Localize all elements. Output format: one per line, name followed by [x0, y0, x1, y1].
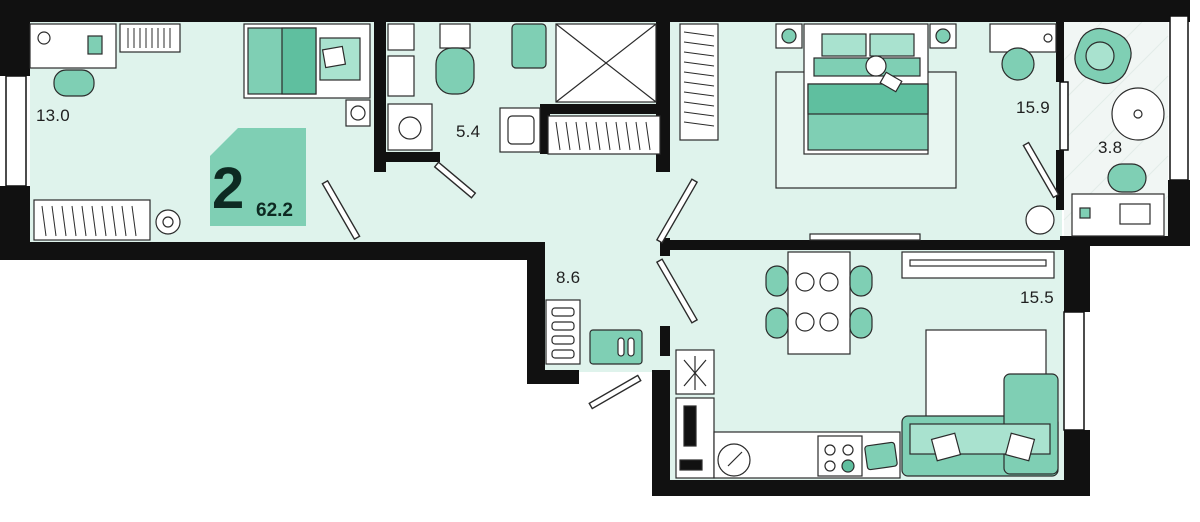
door-icon — [588, 374, 642, 410]
kitchen-living-furniture — [675, 251, 1059, 479]
cabinet-icon — [1071, 193, 1165, 237]
shelf-icon — [119, 23, 181, 53]
lamp-icon — [345, 99, 371, 127]
walls — [0, 0, 1190, 496]
wardrobe-icon — [679, 23, 719, 141]
plant-icon — [155, 209, 181, 235]
door-icon — [655, 178, 699, 244]
hallway-wardrobe-icon — [547, 115, 661, 155]
area-label-hallway: 8.6 — [556, 268, 581, 287]
shower-icon — [555, 23, 657, 103]
bed-icon — [243, 23, 371, 99]
area-label-kitchen-living: 15.5 — [1020, 288, 1054, 307]
door-icon — [321, 179, 361, 241]
table-icon — [1111, 87, 1165, 141]
washing-machine-icon — [387, 103, 433, 151]
bedroom-left-furniture — [29, 23, 371, 241]
lamp-icon — [775, 23, 957, 49]
room-count: 2 — [212, 156, 245, 221]
dining-table-icon — [765, 251, 873, 355]
windows — [5, 15, 1189, 431]
area-label-bathroom: 5.4 — [456, 122, 481, 141]
bed-icon — [803, 23, 929, 155]
door-icon — [655, 258, 699, 324]
chair-icon — [1107, 163, 1147, 193]
wardrobe-icon — [33, 199, 151, 241]
area-label-balcony: 3.8 — [1098, 138, 1123, 157]
badge-shape — [210, 128, 306, 226]
storage-icon — [387, 23, 415, 97]
sofa-icon — [901, 373, 1059, 477]
chair-icon — [53, 69, 95, 97]
summary-badge: 2 62.2 — [210, 128, 306, 226]
bathroom-furniture — [387, 23, 661, 155]
stove-icon — [817, 435, 863, 477]
shoe-rack-icon — [545, 299, 581, 365]
armchair-icon — [1074, 27, 1132, 85]
window-right-balcony — [1169, 15, 1189, 181]
window-balcony — [1059, 81, 1069, 151]
bedroom-main-furniture — [679, 23, 1057, 241]
area-label-bedroom-left: 13.0 — [36, 106, 70, 125]
cutting-board-icon — [864, 441, 898, 471]
toilet-icon — [435, 23, 475, 95]
doors — [321, 141, 1060, 410]
radiator-icon — [809, 233, 921, 241]
mat-icon — [589, 329, 643, 365]
desk-icon — [29, 23, 117, 69]
window-left — [5, 75, 27, 187]
balcony-furniture — [1071, 27, 1165, 237]
door-icon — [433, 161, 477, 199]
cabinet-icon — [675, 397, 715, 479]
kitchen-sink-icon — [717, 443, 751, 477]
area-label-bedroom-main: 15.9 — [1016, 98, 1050, 117]
total-area: 62.2 — [256, 200, 293, 221]
fridge-icon — [675, 349, 715, 395]
hallway-furniture — [545, 299, 643, 365]
towel-icon — [511, 23, 547, 69]
sink-icon — [499, 107, 541, 153]
plant-icon — [1025, 205, 1055, 235]
dresser-icon — [989, 23, 1057, 81]
tv-stand-icon — [901, 251, 1055, 279]
door-icon — [1022, 141, 1060, 199]
window-living — [1063, 311, 1085, 431]
